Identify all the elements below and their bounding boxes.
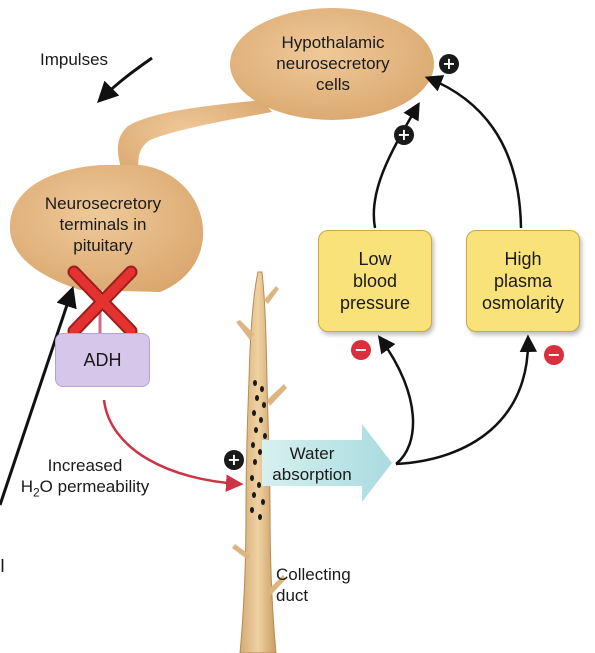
low-blood-pressure-label: Low blood pressure — [339, 249, 411, 313]
adh-label: ADH — [83, 349, 122, 370]
adh-box: ADH — [55, 333, 150, 387]
inhibition-pointer-arrow — [0, 286, 77, 506]
minus-sign-high-osm: − — [544, 345, 564, 365]
hypothalamic-cells-label: Hypothalamic neurosecretory cells — [276, 33, 390, 94]
high-osm-to-hypothalamus-arrow — [424, 75, 523, 229]
neurosecretory-cell — [9, 8, 434, 292]
collecting-duct-label: Collecting duct — [276, 565, 351, 605]
increased-permeability-label: Increased H2O permeability — [5, 455, 165, 503]
water-to-low-bp-arrow — [377, 335, 415, 465]
blocked-x-mark — [67, 265, 138, 338]
h2o-permeability-label: H2O permeability — [5, 476, 165, 503]
water-absorption-label: Water absorption — [272, 444, 352, 484]
plus-sign-hypothalamus: + — [439, 54, 459, 74]
high-plasma-osmolarity-label: High plasma osmolarity — [481, 249, 565, 313]
increased-label: Increased — [47, 456, 123, 475]
h2o-rest: O permeability — [39, 477, 150, 496]
plus-sign-duct: + — [224, 450, 244, 470]
aquaporin-channels — [250, 380, 267, 520]
low-bp-to-hypothalamus-arrow — [372, 101, 420, 229]
minus-sign-low-bp: − — [351, 340, 371, 360]
water-absorption-arrow — [262, 424, 392, 502]
low-blood-pressure-box: Low blood pressure — [318, 230, 432, 332]
water-to-high-osm-arrow — [395, 334, 538, 466]
h2o-h: H — [20, 477, 33, 496]
neurosecretory-terminals-label: Neurosecretory terminals in pituitary — [44, 194, 162, 255]
edge-text-fragment: I — [0, 556, 6, 576]
increased-permeability-arrow — [102, 399, 244, 492]
impulses-arrow — [97, 56, 153, 103]
high-plasma-osmolarity-box: High plasma osmolarity — [466, 230, 580, 332]
plus-sign-low-bp: + — [394, 125, 414, 145]
collecting-duct — [232, 271, 287, 653]
axon — [117, 100, 272, 182]
hypothalamic-cell-body — [230, 8, 434, 120]
h2o-subscript: 2 — [32, 485, 40, 500]
pituitary-terminal — [9, 165, 204, 292]
impulses-label: Impulses — [40, 50, 109, 69]
